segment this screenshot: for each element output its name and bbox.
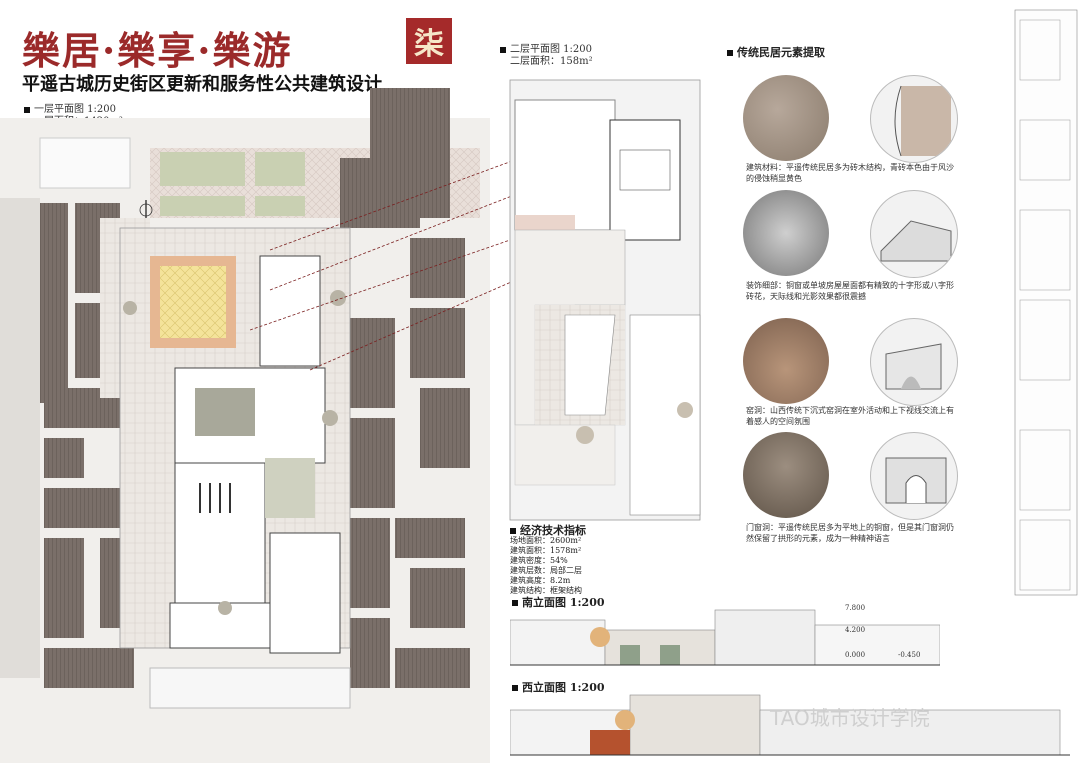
element-text-door: 门窗洞：平遥传统民居多为平地上的铜窗，但是其门窗洞仍然保留了拱形的元素，成为一种… <box>746 523 954 543</box>
element-text-decoration: 装饰细部：铜窗或单坡房屋屋面都有精致的十字形或八字形砖花，天际线和光影效果都很震… <box>746 281 954 301</box>
floor2-area: 二层面积：158m² <box>510 56 593 67</box>
bullet-square-icon <box>510 528 516 534</box>
stat-line: 建筑结构：框架结构 <box>510 586 582 595</box>
bullet-square-icon <box>727 50 733 56</box>
south-elevation-heading: 南立面图 1:200 <box>512 594 605 610</box>
rooftop-photo <box>743 190 829 276</box>
bullet-square-icon <box>500 46 506 53</box>
floor1-site-plan <box>0 88 490 763</box>
arched-door-photo <box>743 432 829 518</box>
floor1-heading: 一层平面图 1:200 <box>24 104 116 115</box>
cave-dwelling-photo <box>743 318 829 404</box>
poster-subtitle: 平遥古城历史街区更新和服务性公共建筑设计 <box>22 74 382 95</box>
stat-line: 建筑面积：1578m² <box>510 546 582 555</box>
watermark-text: TAO城市设计学院 <box>770 706 930 730</box>
rooftop-sketch <box>870 190 958 278</box>
bullet-square-icon <box>512 600 518 606</box>
level-label: 4.200 <box>845 626 866 634</box>
stat-line: 建筑层数：局部二层 <box>510 566 582 575</box>
arched-door-sketch <box>870 432 958 520</box>
brick-building-photo <box>743 75 829 161</box>
west-elevation-drawing <box>510 694 1070 756</box>
elements-heading: 传统民居元素提取 <box>727 44 825 60</box>
vertical-elevation-strip <box>1014 9 1078 596</box>
brick-material-sketch <box>870 75 958 163</box>
level-label: 7.800 <box>845 604 866 612</box>
seal-stamp: 柒 <box>406 18 452 64</box>
cave-dwelling-sketch <box>870 318 958 406</box>
level-label: -0.450 <box>898 651 921 659</box>
stat-line: 建筑高度：8.2m <box>510 576 571 585</box>
stat-line: 场地面积：2600m² <box>510 536 582 545</box>
stat-line: 建筑密度：54% <box>510 556 568 565</box>
bullet-square-icon <box>24 106 30 113</box>
level-label: 0.000 <box>845 651 866 659</box>
element-text-cave: 窑洞：山西传统下沉式窑洞在室外活动和上下视线交流上有着感人的空间氛围 <box>746 406 954 426</box>
stats-list: 场地面积：2600m² 建筑面积：1578m² 建筑密度：54% 建筑层数：局部… <box>510 536 582 596</box>
floor2-heading: 二层平面图 1:200 <box>500 44 592 55</box>
poster-title: 樂居·樂享·樂游 <box>22 28 293 73</box>
floor2-plan <box>509 79 701 521</box>
element-text-material: 建筑材料：平遥传统民居多为砖木结构，青砖本色由于风沙的侵蚀稍显黄色 <box>746 163 954 183</box>
stats-heading: 经济技术指标 <box>510 522 586 538</box>
bullet-square-icon <box>512 685 518 691</box>
west-elevation-heading: 西立面图 1:200 <box>512 679 605 695</box>
south-elevation-drawing <box>510 609 940 666</box>
